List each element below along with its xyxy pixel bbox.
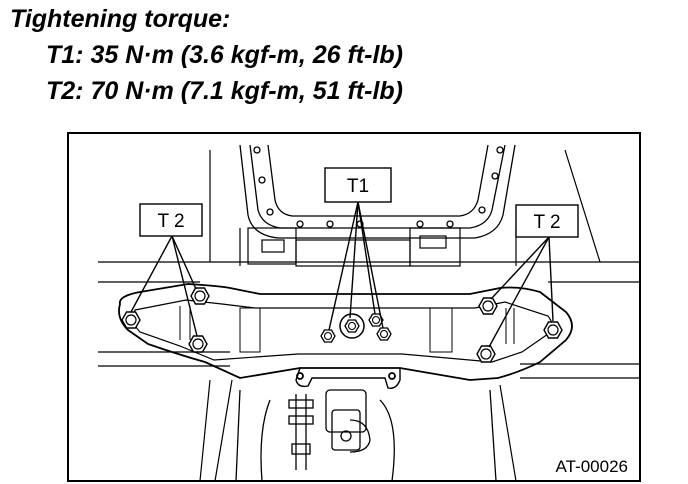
callout-t1-center-label: T1 (347, 176, 369, 197)
t2-bolts-left (121, 287, 210, 353)
callout-t2-left: T 2 (139, 203, 203, 237)
callout-t2-right: T 2 (515, 204, 579, 238)
oil-pan (239, 144, 516, 239)
torque-spec-t2: T2: 70 N·m (7.1 kgf-m, 51 ft-lb) (46, 77, 403, 105)
transmission-body (239, 227, 517, 267)
torque-spec-t1: T1: 35 N·m (3.6 kgf-m, 26 ft-lb) (46, 41, 403, 69)
callout-t1-center: T1 (324, 167, 392, 203)
page-title: Tightening torque: (10, 5, 231, 33)
t1-bolts-center (320, 313, 392, 343)
leader-lines (130, 201, 554, 348)
callout-t2-left-label: T 2 (157, 211, 184, 232)
rear-mount-linkage (235, 389, 497, 482)
figure-id: AT-00026 (556, 457, 628, 476)
figure-frame (67, 132, 641, 482)
callout-t2-right-label: T 2 (533, 212, 560, 233)
